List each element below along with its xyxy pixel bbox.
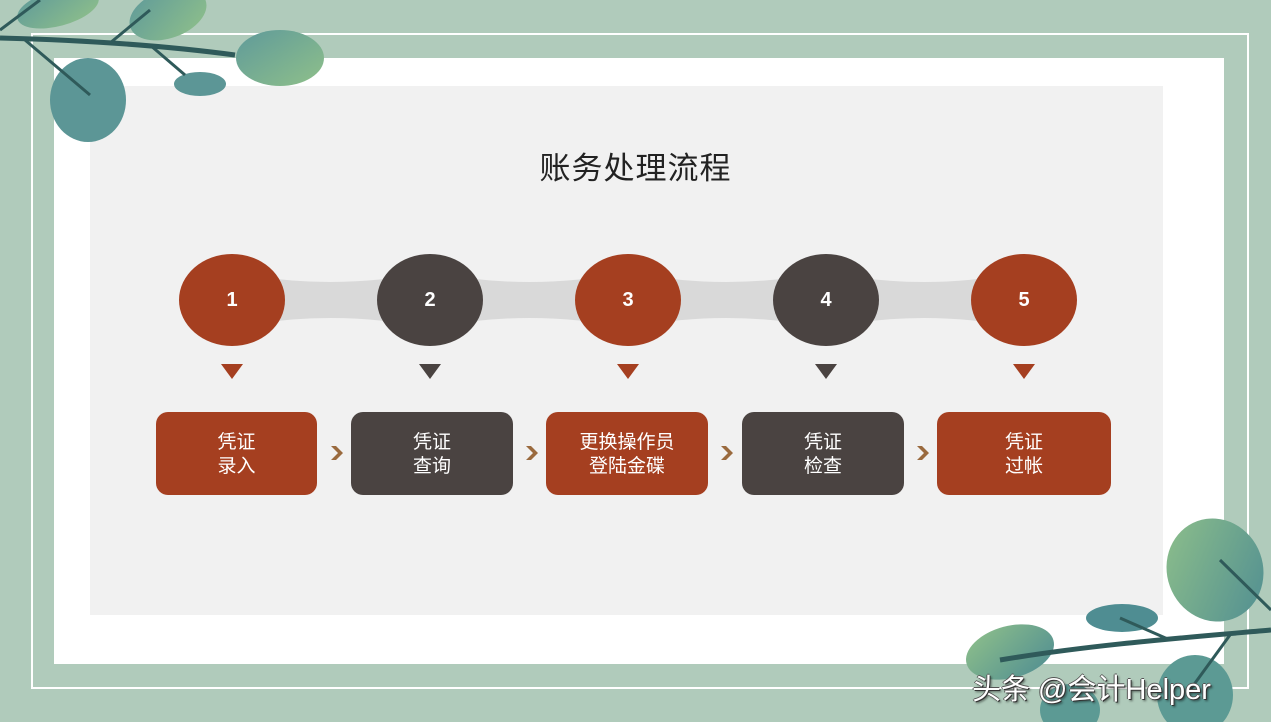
chevron-right-icon (331, 446, 343, 460)
step-2-box: 凭证 查询 (351, 412, 513, 495)
step-label-line1: 凭证 (803, 430, 842, 453)
step-3-box: 更换操作员 登陆金碟 (546, 412, 708, 495)
page-title: 账务处理流程 (539, 151, 732, 187)
triangle-down-icon (617, 364, 639, 379)
outer-frame-line (31, 33, 1249, 689)
step-3-circle: 3 (575, 254, 681, 346)
step-5-circle: 5 (971, 254, 1077, 346)
chevron-right-icon (526, 446, 538, 460)
step-number: 1 (226, 288, 238, 311)
step-5-box: 凭证 过帐 (937, 412, 1111, 495)
triangle-down-icon (419, 364, 441, 379)
step-label-line2: 录入 (217, 454, 256, 477)
step-label-line2: 过帐 (1004, 454, 1043, 477)
step-label-line1: 凭证 (217, 430, 256, 453)
step-label-line2: 查询 (412, 454, 451, 477)
step-1-box: 凭证 录入 (156, 412, 317, 495)
step-4-circle: 4 (773, 254, 879, 346)
chevron-right-icon (721, 446, 733, 460)
watermark: 头条 @会计Helper (972, 674, 1211, 706)
content-panel (90, 86, 1163, 615)
chevron-right-icon (917, 446, 929, 460)
step-2-circle: 2 (377, 254, 483, 346)
step-1-circle: 1 (179, 254, 285, 346)
step-label-line1: 更换操作员 (579, 430, 675, 453)
step-number: 3 (622, 288, 634, 311)
step-label-line2: 登陆金碟 (588, 454, 665, 477)
step-label-line2: 检查 (803, 454, 842, 477)
step-4-box: 凭证 检查 (742, 412, 904, 495)
step-label-line1: 凭证 (412, 430, 451, 453)
step-label-line1: 凭证 (1004, 430, 1043, 453)
triangle-down-icon (1013, 364, 1035, 379)
step-number: 2 (424, 288, 436, 311)
triangle-down-icon (221, 364, 243, 379)
step-number: 5 (1018, 288, 1030, 311)
triangle-down-icon (815, 364, 837, 379)
step-number: 4 (820, 288, 832, 311)
